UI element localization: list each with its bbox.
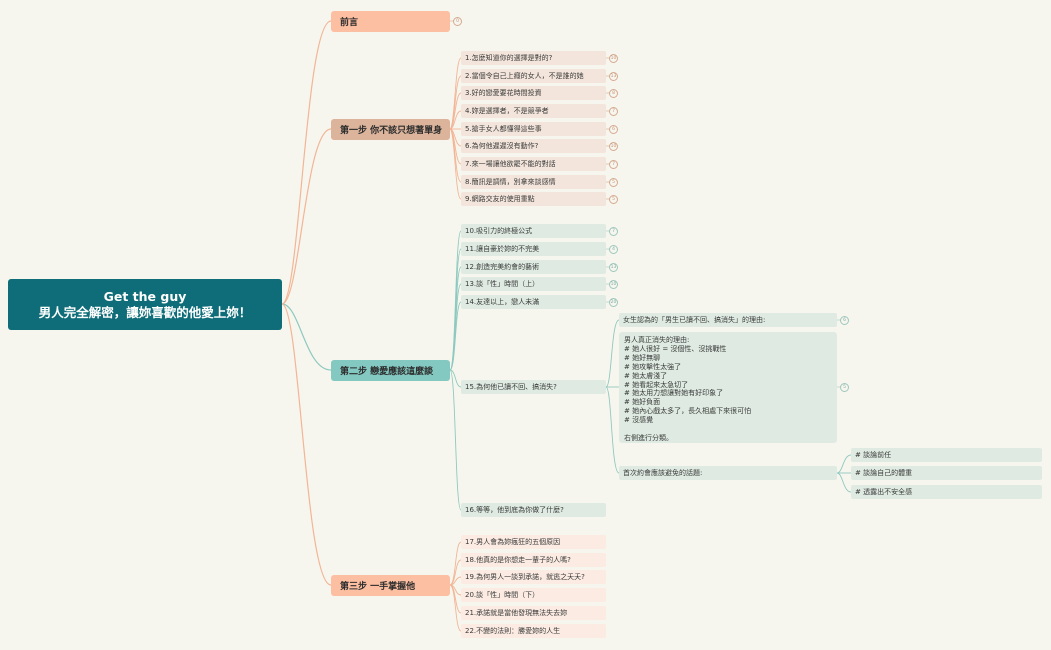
branch-step2[interactable]: 第二步 戀愛應該這麼談 bbox=[331, 360, 450, 381]
topic-count-badge[interactable]: 6 bbox=[840, 316, 849, 325]
root-node[interactable]: Get the guy 男人完全解密，讓妳喜歡的他愛上妳！ bbox=[8, 279, 282, 330]
topic-6[interactable]: 6.為何他遲遲沒有動作? bbox=[461, 139, 606, 153]
topic-17[interactable]: 17.男人會為妳瘋狂的五個原因 bbox=[461, 535, 606, 549]
topic-count-badge[interactable]: 5 bbox=[609, 178, 618, 187]
branch-step1[interactable]: 第一步 你不該只想著單身 bbox=[331, 119, 450, 140]
topic-count-badge[interactable]: 20 bbox=[609, 298, 618, 307]
note-line: # 沒感覺 bbox=[624, 416, 654, 425]
topic-16[interactable]: 16.等等，他到底為你做了什麼? bbox=[461, 503, 606, 517]
topic-20[interactable]: 20.談「性」時間（下） bbox=[461, 588, 606, 602]
topic-14[interactable]: 14.友達以上，戀人未滿 bbox=[461, 295, 606, 309]
topic-count-badge[interactable]: 7 bbox=[609, 160, 618, 169]
topic-count-badge[interactable]: 4 bbox=[609, 245, 618, 254]
topic-13[interactable]: 13.談「性」時間（上） bbox=[461, 277, 606, 291]
note-line: # 她看起來太急切了 bbox=[624, 380, 689, 389]
note-line: 男人真正消失的理由: bbox=[624, 336, 690, 344]
topic-11[interactable]: 11.讓自豪於妳的不完美 bbox=[461, 242, 606, 256]
topic-2[interactable]: 2.當個令自己上癮的女人，不是誰的她 bbox=[461, 69, 606, 83]
topic-3[interactable]: 3.好的戀愛要花時間投資 bbox=[461, 86, 606, 100]
topic-count-badge[interactable]: 5 bbox=[609, 195, 618, 204]
note-line bbox=[624, 425, 832, 434]
note-line: # 她內心戲太多了，長久相處下來很可怕 bbox=[624, 407, 752, 416]
topic-21[interactable]: 21.承諾就是當他發現無法失去妳 bbox=[461, 606, 606, 620]
topic-10[interactable]: 10.吸引力的終極公式 bbox=[461, 224, 606, 238]
topic-count-badge[interactable]: 10 bbox=[609, 280, 618, 289]
note-line: # 她太用力想讓對她有好印象了 bbox=[624, 389, 724, 398]
note-line: # 她攻擊性太強了 bbox=[624, 362, 682, 371]
sub-first-date-topics[interactable]: 首次約會應該避免的話題: bbox=[619, 466, 837, 480]
note-line: # 她人很好 = 沒個性、沒挑戰性 bbox=[624, 344, 727, 353]
topic-5[interactable]: 5.搶手女人都懂得這些事 bbox=[461, 122, 606, 136]
topic-1[interactable]: 1.怎麼知道你的選擇是對的? bbox=[461, 51, 606, 65]
topic-count-badge[interactable]: 5 bbox=[840, 383, 849, 392]
topic-22[interactable]: 22.不變的法則：勝愛妳的人生 bbox=[461, 624, 606, 638]
topic-count-badge[interactable]: 0 bbox=[453, 17, 462, 26]
branch-intro[interactable]: 前言 bbox=[331, 11, 450, 32]
root-title: Get the guy bbox=[103, 288, 187, 304]
topic-7[interactable]: 7.來一場讓他欲罷不能的對話 bbox=[461, 157, 606, 171]
topic-count-badge[interactable]: 7 bbox=[609, 107, 618, 116]
topic-count-badge[interactable]: 10 bbox=[609, 54, 618, 63]
topic-9[interactable]: 9.網路交友的使用重點 bbox=[461, 192, 606, 206]
topic-count-badge[interactable]: 8 bbox=[609, 89, 618, 98]
note-line: # 她好無聊 bbox=[624, 353, 661, 362]
sub-female-reason[interactable]: 女生認為的「男生已讀不回、搞消失」的理由: bbox=[619, 313, 837, 327]
branch-step3[interactable]: 第三步 一手掌握他 bbox=[331, 575, 450, 596]
sub-true-reasons-note[interactable]: 男人真正消失的理由: # 她人很好 = 沒個性、沒挑戰性 # 她好無聊 # 她攻… bbox=[619, 332, 837, 443]
topic-15[interactable]: 15.為何他已讀不回、搞消失? bbox=[461, 380, 606, 394]
note-line: 右側進行分類。 bbox=[624, 433, 673, 442]
topic-8[interactable]: 8.簡訊是調情，別拿來談感情 bbox=[461, 175, 606, 189]
topic-4[interactable]: 4.妳是選擇者，不是競爭者 bbox=[461, 104, 606, 118]
topic-count-badge[interactable]: 13 bbox=[609, 263, 618, 272]
root-subtitle: 男人完全解密，讓妳喜歡的他愛上妳！ bbox=[38, 304, 252, 320]
avoid-topic-weight[interactable]: # 談論自己的體重 bbox=[851, 466, 1042, 480]
topic-12[interactable]: 12.創造完美約會的藝術 bbox=[461, 260, 606, 274]
topic-count-badge[interactable]: 7 bbox=[609, 227, 618, 236]
topic-19[interactable]: 19.為何男人一談到承諾，就逃之夭夭? bbox=[461, 570, 606, 584]
note-line: # 她太膚淺了 bbox=[624, 371, 668, 380]
avoid-topic-ex[interactable]: # 談論前任 bbox=[851, 448, 1042, 462]
topic-18[interactable]: 18.他真的是你想走一輩子的人嗎? bbox=[461, 553, 606, 567]
topic-count-badge[interactable]: 13 bbox=[609, 72, 618, 81]
topic-count-badge[interactable]: 6 bbox=[609, 125, 618, 134]
topic-count-badge[interactable]: 10 bbox=[609, 142, 618, 151]
note-line: # 她好負面 bbox=[624, 398, 661, 407]
avoid-topic-insecurity[interactable]: # 透露出不安全感 bbox=[851, 485, 1042, 499]
